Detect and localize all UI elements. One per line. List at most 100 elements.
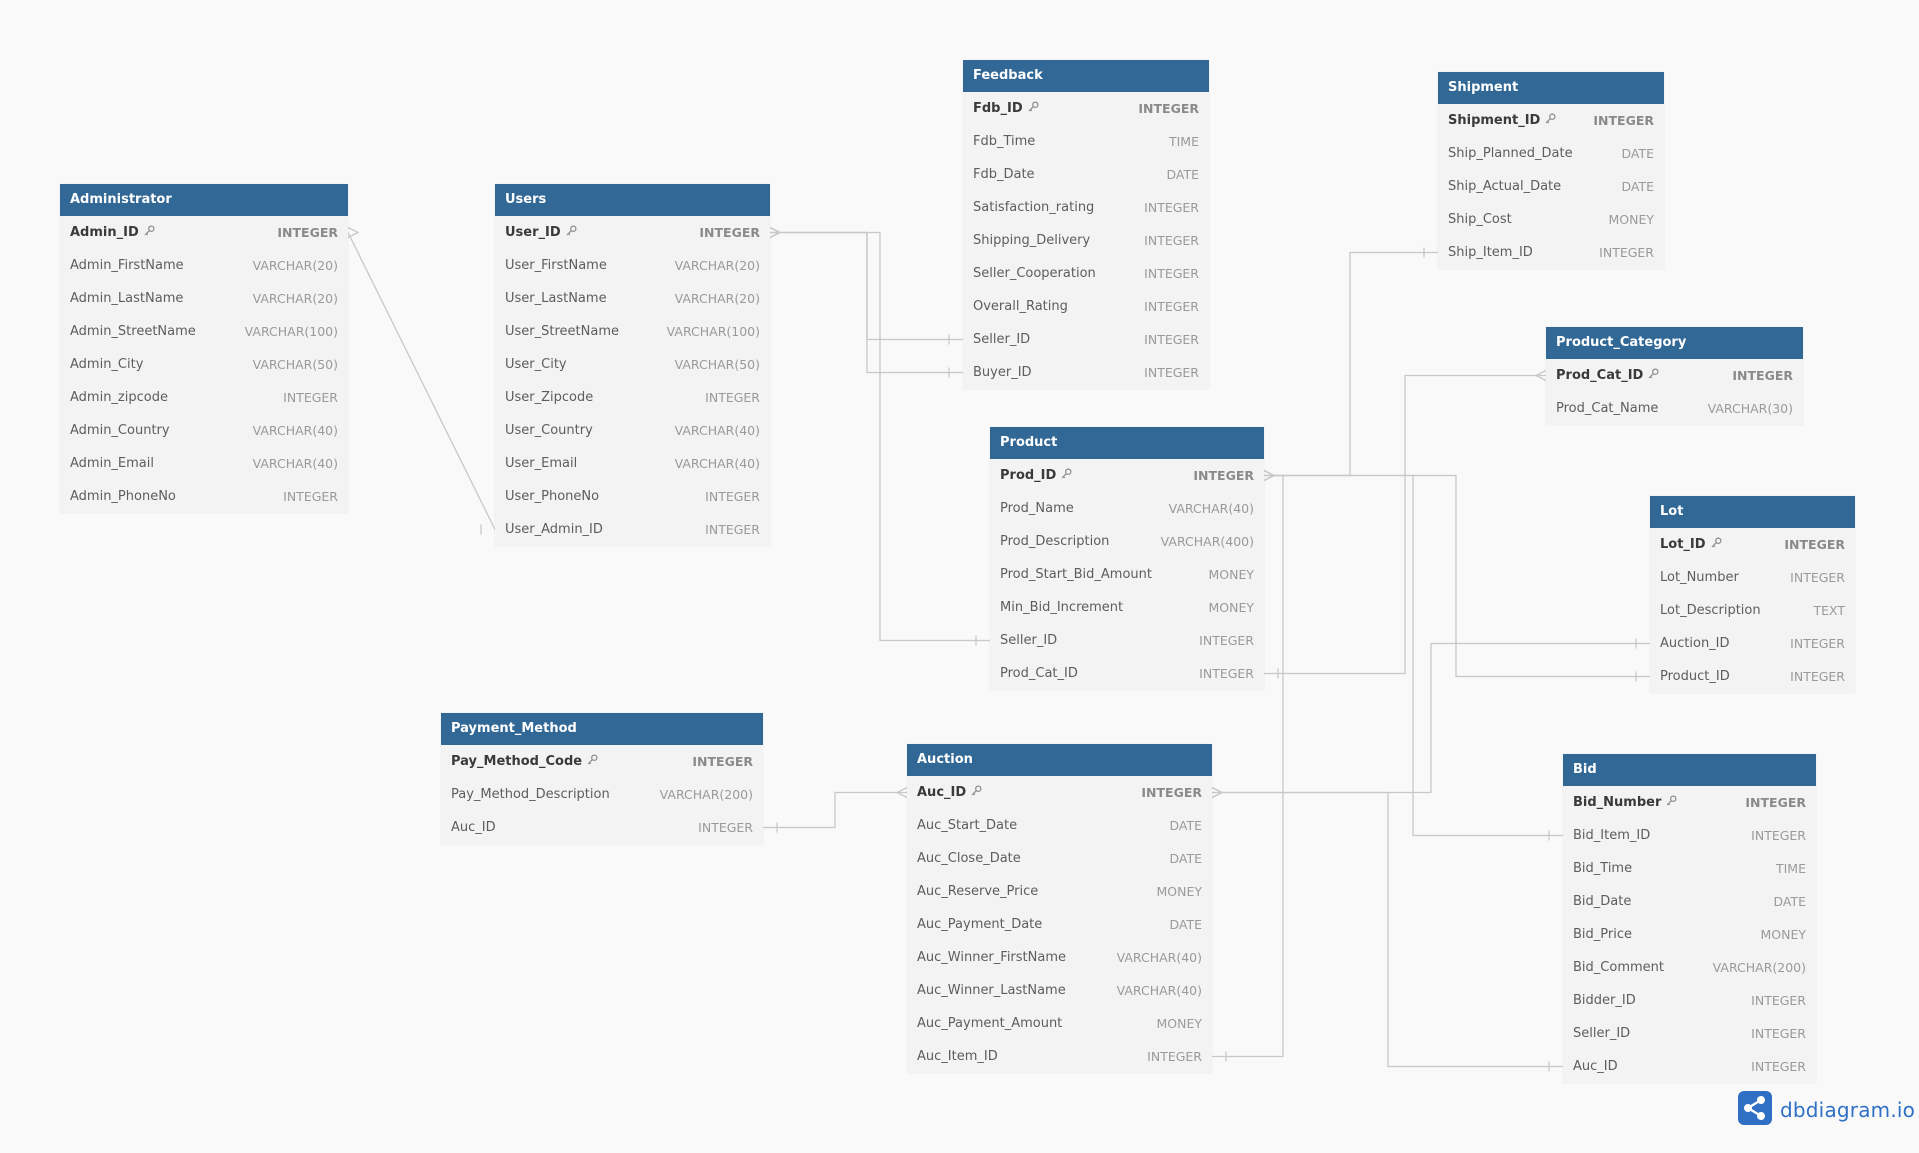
table-header[interactable]: Auction bbox=[907, 744, 1212, 776]
field-type: VARCHAR(20) bbox=[674, 291, 760, 306]
dbdiagram-brand[interactable]: dbdiagram.io bbox=[1738, 1091, 1915, 1128]
relationship-line[interactable] bbox=[1264, 251, 1438, 477]
table-header[interactable]: Payment_Method bbox=[441, 713, 763, 745]
table-header[interactable]: Shipment bbox=[1438, 72, 1664, 104]
relationship-line[interactable] bbox=[770, 231, 963, 374]
table-header[interactable]: Product bbox=[990, 427, 1264, 459]
table-header[interactable]: Product_Category bbox=[1546, 327, 1803, 359]
relationship-line[interactable] bbox=[1264, 474, 1650, 678]
relationship-line[interactable] bbox=[1264, 374, 1546, 675]
table-header[interactable]: Feedback bbox=[963, 60, 1209, 92]
relationship-line[interactable] bbox=[1212, 791, 1563, 1068]
relationship-line[interactable] bbox=[770, 231, 990, 642]
table-header[interactable]: Lot bbox=[1650, 496, 1855, 528]
table-header[interactable]: Bid bbox=[1563, 754, 1816, 786]
relationship-line[interactable] bbox=[347, 232, 496, 530]
relationship-line[interactable] bbox=[1264, 474, 1563, 837]
table-header[interactable]: Administrator bbox=[60, 184, 348, 216]
field-name: Satisfaction_rating bbox=[973, 200, 1095, 215]
relationship-line[interactable] bbox=[763, 791, 907, 829]
table-header[interactable]: Users bbox=[495, 184, 770, 216]
